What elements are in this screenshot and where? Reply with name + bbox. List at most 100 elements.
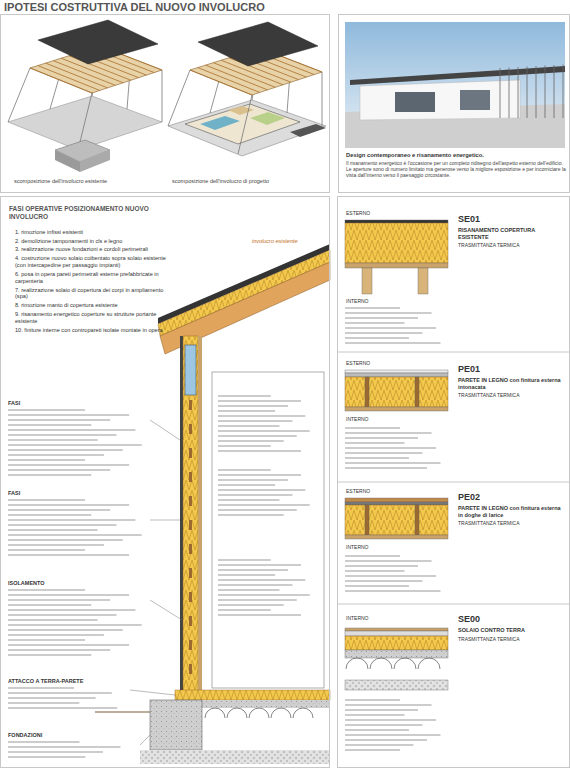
existing-axonometric-part-part (8, 68, 30, 122)
node-text: 7. realizzazione solaio di copertura dei… (9, 287, 175, 301)
wall-section-part (140, 750, 330, 764)
layer-stratigraphies-part (345, 502, 448, 505)
unreadable-note-lines-part (8, 414, 129, 415)
unreadable-note-lines-part (218, 410, 275, 411)
project-axonometric-part-part (206, 65, 268, 90)
unreadable-note-lines-part (8, 746, 120, 747)
project-axonometric-part (250, 112, 285, 125)
unreadable-note-lines-part (218, 479, 288, 480)
layer-stratigraphies-part (362, 268, 372, 294)
node-heading: PE01 (458, 364, 562, 375)
layer-stratigraphies-part (345, 628, 448, 631)
note-label: FASI (8, 490, 88, 497)
project-axonometric (168, 22, 326, 156)
project-axonometric-part (185, 104, 300, 144)
unreadable-note-lines-part (218, 494, 292, 495)
wall-section-part (185, 345, 196, 395)
unreadable-note-lines-part (345, 724, 423, 725)
render-image-part-part (545, 66, 546, 119)
panel-frames (1, 15, 570, 768)
project-axonometric-part (198, 22, 318, 66)
unreadable-note-lines-part (8, 609, 135, 610)
unreadable-note-lines-part (8, 444, 142, 445)
unreadable-note-lines-part (345, 327, 436, 328)
unreadable-note-lines-part (8, 624, 142, 625)
unreadable-note-lines-part (8, 509, 110, 510)
unreadable-note-lines-part (8, 639, 85, 640)
render-image-part-part (500, 68, 501, 118)
unreadable-note-lines-part (218, 400, 301, 401)
render-image-part (360, 80, 520, 120)
render-image-part (395, 92, 435, 112)
wall-section-part-part (189, 400, 192, 410)
unreadable-note-lines-part (8, 449, 123, 450)
wall-section-part-part (150, 420, 180, 440)
layer-stratigraphies-part (345, 373, 448, 377)
wall-section-part-part (271, 708, 291, 718)
note-label: INTERNO (346, 544, 406, 550)
wall-section-part-part (189, 664, 192, 674)
project-axonometric-part-part (238, 95, 252, 154)
page-title: IPOTESI COSTRUTTIVA DEL NUOVO INVOLUCRO (4, 1, 265, 14)
unreadable-note-lines-part (345, 447, 436, 448)
wall-section-part-part (227, 708, 247, 718)
node-text: TRASMITTANZA TERMICA (458, 520, 562, 526)
wall-section-part-part (249, 708, 269, 718)
panel-frames-part (338, 604, 570, 605)
unreadable-note-lines-part (8, 434, 117, 435)
node-text: 8. rimozione manto di copertura esistent… (9, 302, 175, 309)
stratigraphy-spec: PE01PARETE IN LEGNO con finitura esterna… (455, 362, 565, 404)
unreadable-note-lines-part (8, 424, 91, 425)
unreadable-note-lines-part (8, 697, 96, 698)
note-label: involucro esistente (252, 238, 322, 245)
note-label: FONDAZIONI (8, 732, 88, 739)
layer-stratigraphies-part (345, 535, 448, 539)
unreadable-note-lines-part (345, 590, 441, 591)
unreadable-note-lines-part (345, 714, 405, 715)
unreadable-note-lines-part (218, 579, 305, 580)
wall-section-part-part (189, 496, 192, 506)
unreadable-note-lines-part (218, 574, 275, 575)
unreadable-note-lines-part (8, 702, 79, 703)
unreadable-note-lines-part (8, 539, 123, 540)
wall-section-part (198, 336, 202, 692)
unreadable-note-lines-part (8, 409, 85, 410)
render-image-part (350, 66, 565, 85)
unreadable-note-lines-part (8, 549, 85, 550)
render-image-part-part (563, 65, 564, 119)
unreadable-note-lines-part (345, 555, 400, 556)
layer-stratigraphies-part (345, 220, 448, 223)
node-text: 3. realizzazione nuove fondazioni e cord… (9, 246, 175, 253)
unreadable-note-lines-part (345, 749, 400, 750)
unreadable-note-lines-part (345, 719, 436, 720)
description-text: Design contemporaneo e risanamento energ… (346, 152, 566, 159)
unreadable-note-lines-part (218, 420, 292, 421)
note-label: ESTERNO (346, 488, 406, 494)
unreadable-note-lines-part (218, 415, 305, 416)
wall-section-part-part (150, 520, 180, 521)
unreadable-note-lines-part (218, 474, 301, 475)
unreadable-note-lines-part (8, 604, 91, 605)
node-text: 9. risanamento energetico coperture su s… (9, 311, 175, 325)
unreadable-note-lines-part (8, 474, 91, 475)
unreadable-note-lines-part (218, 450, 301, 451)
wall-section-part (189, 400, 192, 674)
layer-stratigraphies-part (345, 498, 448, 502)
unreadable-note-lines-part (8, 419, 110, 420)
unreadable-note-lines-part (218, 425, 279, 426)
node-text: SOLAIO CONTRO TERRA (458, 627, 562, 634)
panel-frames-part (338, 197, 570, 768)
unreadable-note-lines-part (345, 457, 409, 458)
unreadable-note-lines-part (218, 614, 301, 615)
wall-section-part (205, 708, 313, 718)
unreadable-note-lines-part (8, 439, 98, 440)
render-image-part (460, 90, 490, 110)
node-text: TRASMITTANZA TERMICA (458, 392, 562, 398)
project-axonometric-part-part (198, 68, 260, 93)
layer-stratigraphies-part-part (346, 658, 368, 669)
unreadable-note-lines-part (8, 614, 117, 615)
unreadable-note-lines-part (345, 729, 409, 730)
layer-stratigraphies-part-part (418, 658, 440, 669)
unreadable-note-lines-part (8, 692, 112, 693)
unreadable-note-lines-part (8, 649, 110, 650)
